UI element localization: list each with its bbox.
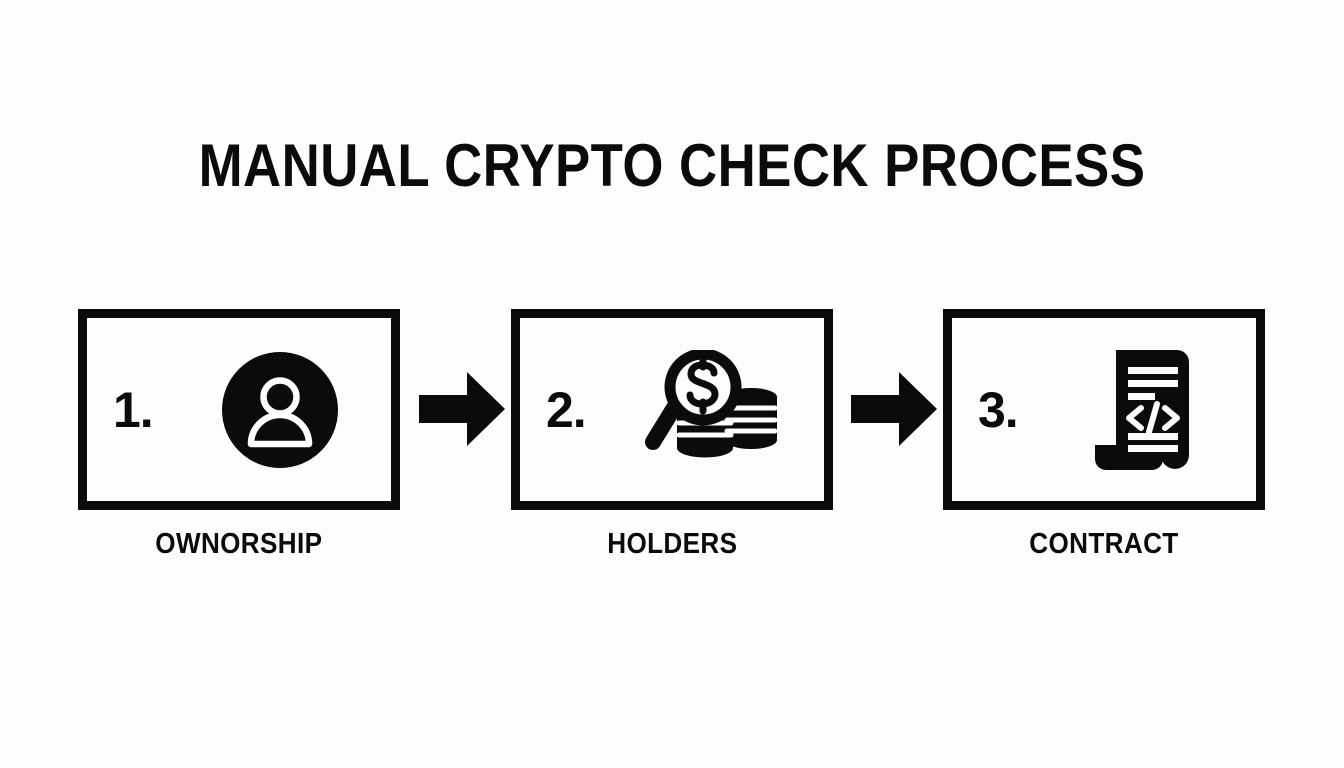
code-scroll-icon: [1048, 318, 1256, 501]
step-caption-contract-text: CONTRACT: [1029, 528, 1179, 560]
step-caption-holders-text: HOLDERS: [606, 528, 738, 560]
step-caption-holders: HOLDERS: [511, 528, 833, 561]
page-title: MANUAL CRYPTO CHECK PROCESS: [198, 132, 1146, 199]
arrow-right-icon: [851, 372, 937, 446]
step-number-2: 2.: [546, 381, 587, 438]
magnifier-dollar-coins-icon: [616, 318, 824, 501]
step-caption-ownership: OWNORSHIP: [78, 528, 400, 561]
step-caption-ownership-text: OWNORSHIP: [155, 528, 323, 560]
step-card-ownership[interactable]: 1.: [78, 309, 400, 510]
step-number-1: 1.: [113, 381, 154, 438]
step-card-holders[interactable]: 2.: [511, 309, 833, 510]
step-caption-contract: CONTRACT: [943, 528, 1265, 561]
step-number-3: 3.: [978, 381, 1019, 438]
step-card-contract[interactable]: 3.: [943, 309, 1265, 510]
arrow-right-icon: [419, 372, 505, 446]
process-steps-row: 1. 2.: [0, 309, 1344, 510]
user-avatar-icon: [183, 318, 391, 501]
